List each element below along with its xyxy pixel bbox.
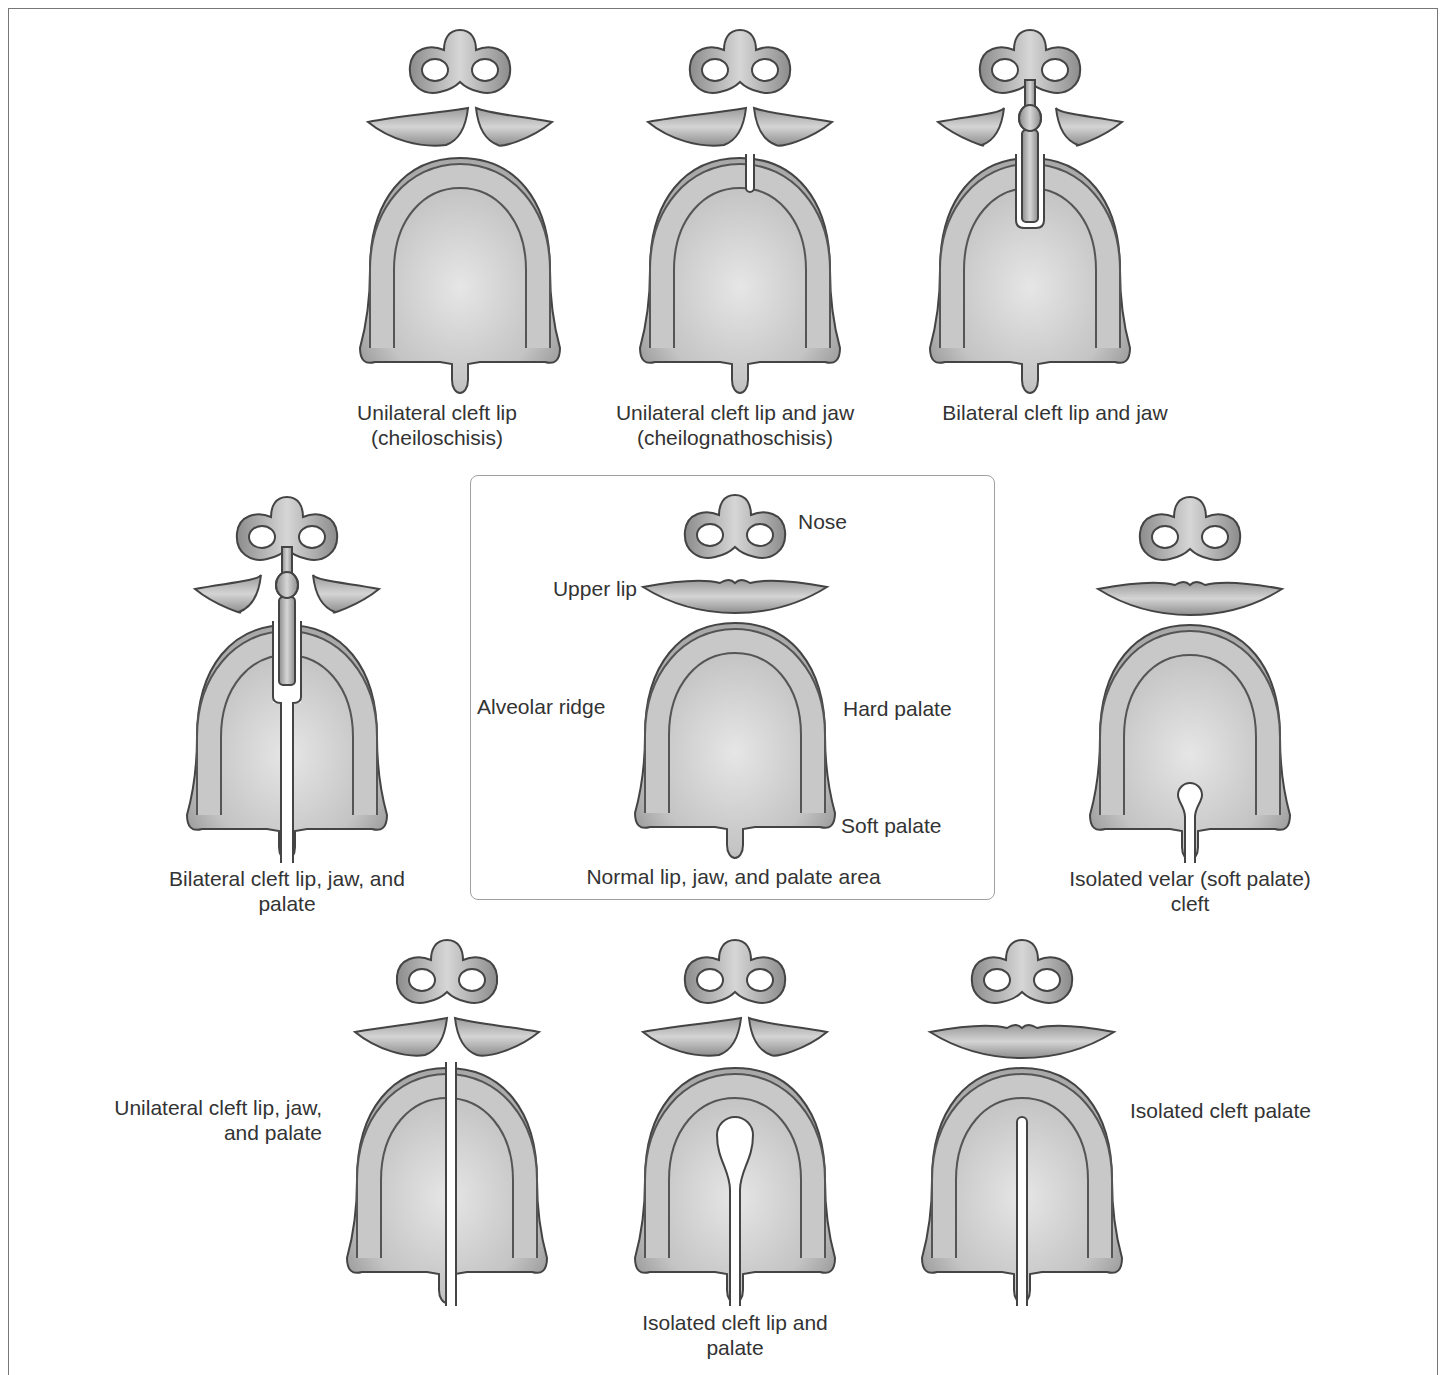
alveolar-ridge (662, 176, 818, 348)
lip-segment (1056, 108, 1122, 146)
nose-shape (972, 940, 1072, 1003)
prolabium (276, 572, 298, 598)
lip-segment (648, 108, 746, 146)
nostril (697, 524, 723, 546)
nose-shape (690, 30, 790, 93)
upper-lip (1098, 582, 1282, 615)
lip-segment (476, 108, 552, 146)
palate (360, 158, 560, 393)
jaw-figure (187, 497, 387, 867)
lip-segment (455, 1018, 539, 1056)
alveolar-ridge-edge (382, 176, 538, 348)
alveolar-ridge (382, 176, 538, 348)
jaw-figure (635, 495, 835, 858)
lip-segment (643, 1018, 741, 1056)
upper-lip (930, 1025, 1114, 1058)
nostril (747, 524, 773, 546)
palate (635, 623, 835, 858)
nostril (1034, 969, 1060, 991)
columella (282, 547, 292, 575)
nostril (984, 969, 1010, 991)
figure-caption: Unilateral cleft lip (cheiloschisis) (317, 400, 557, 450)
palate-cleft (1017, 1117, 1027, 1306)
palate-cleft (281, 697, 293, 867)
premaxilla (279, 597, 295, 685)
lip-segment (938, 108, 1004, 146)
figure-caption: Isolated cleft lip and palate (630, 1310, 840, 1360)
nostril (249, 526, 275, 548)
alveolar-ridge (657, 641, 813, 813)
nostril (1042, 59, 1068, 81)
figure-caption: Isolated velar (soft palate) cleft (1050, 866, 1330, 916)
nose-shape (685, 495, 785, 558)
nose-shape (685, 940, 785, 1003)
prolabium (276, 572, 298, 598)
columella (1025, 80, 1035, 108)
jaw-figure (347, 940, 547, 1310)
nostril (1152, 526, 1178, 548)
prolabium (1019, 105, 1041, 131)
nostril (1202, 526, 1228, 548)
nostril (992, 59, 1018, 81)
nostril (697, 969, 723, 991)
figure-caption: Bilateral cleft lip and jaw (900, 400, 1210, 425)
jaw-figure (922, 940, 1122, 1306)
lip-segment (754, 108, 832, 146)
columella (1025, 80, 1035, 108)
nostril (409, 969, 435, 991)
jaw-figure (640, 30, 840, 393)
nose-shape (397, 940, 497, 1003)
alveolar-ridge-edge (657, 641, 813, 813)
nostril (422, 59, 448, 81)
palate (640, 158, 840, 393)
lip-segment (313, 575, 379, 613)
jaw-figure (930, 30, 1130, 393)
jaw-figure (635, 940, 835, 1306)
figure-caption: Isolated cleft palate (1130, 1098, 1370, 1123)
nostril (702, 59, 728, 81)
alveolar-ridge-edge (662, 176, 818, 348)
velar-cleft (1178, 783, 1202, 863)
cleft-edge (446, 1062, 456, 1306)
part-label: Soft palate (841, 813, 986, 838)
lip-segment (749, 1018, 827, 1056)
lip-segment (368, 108, 468, 146)
nostril (747, 969, 773, 991)
upper-lip (643, 580, 827, 613)
palate-cleft (446, 1060, 456, 1310)
lip-segment (195, 575, 261, 613)
part-label: Upper lip (491, 576, 637, 601)
nostril (472, 59, 498, 81)
part-label: Alveolar ridge (477, 694, 635, 719)
part-label: Nose (798, 509, 898, 534)
box-caption: Normal lip, jaw, and palate area (491, 864, 976, 889)
jaw-cleft (746, 154, 754, 192)
nostril (459, 969, 485, 991)
nostril (299, 526, 325, 548)
lip-segment (355, 1018, 447, 1056)
figure-caption: Bilateral cleft lip, jaw, and palate (147, 866, 427, 916)
figure-caption: Unilateral cleft lip, jaw, and palate (112, 1095, 322, 1145)
jaw-figure (360, 30, 560, 393)
part-label: Hard palate (843, 696, 988, 721)
prolabium (1019, 105, 1041, 131)
premaxilla (1022, 130, 1038, 222)
jaw-figure (1090, 497, 1290, 863)
nostril (752, 59, 778, 81)
reference-box: NoseUpper lipAlveolar ridge Hard palateSo… (470, 475, 995, 900)
figure-caption: Unilateral cleft lip and jaw (cheilognat… (575, 400, 895, 450)
nose-shape (1140, 497, 1240, 560)
nose-shape (410, 30, 510, 93)
palate-cleft (717, 1117, 753, 1306)
columella (282, 547, 292, 575)
